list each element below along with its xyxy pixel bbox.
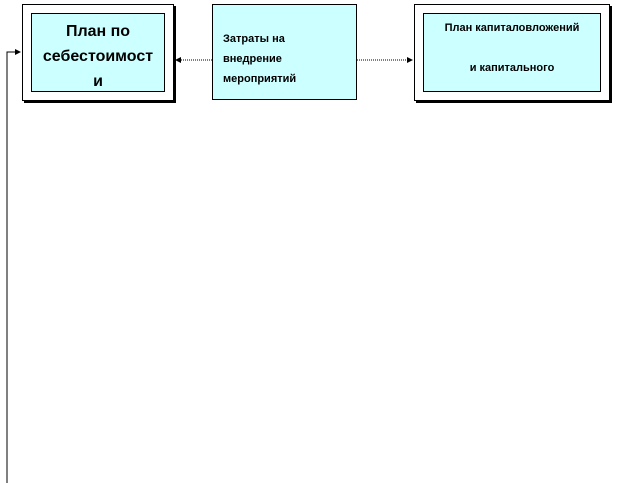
feedback-line-to-cost-plan: [6, 49, 21, 483]
capital-plan-line-3: и капитального: [469, 62, 555, 74]
cost-plan-line-3: и: [93, 73, 103, 90]
capital-plan-line-2: [424, 38, 600, 58]
cost-plan-line-1: План по: [65, 23, 131, 40]
implementation-costs-line-3: мероприятий: [223, 73, 297, 85]
implementation-costs-line-1: Затраты на: [223, 33, 285, 45]
implementation-costs-box: Затраты на внедрение мероприятий: [212, 4, 357, 100]
capital-plan-inner: План капиталовложений и капитального: [423, 13, 601, 92]
capital-plan-line-1: План капиталовложений: [444, 22, 580, 34]
cost-plan-box: План по себестоимост и: [22, 4, 174, 101]
implementation-costs-line-2: внедрение: [223, 53, 282, 65]
cost-plan-line-2: себестоимост: [42, 48, 154, 65]
cost-plan-inner: План по себестоимост и: [31, 13, 165, 92]
capital-plan-box: План капиталовложений и капитального: [414, 4, 610, 101]
